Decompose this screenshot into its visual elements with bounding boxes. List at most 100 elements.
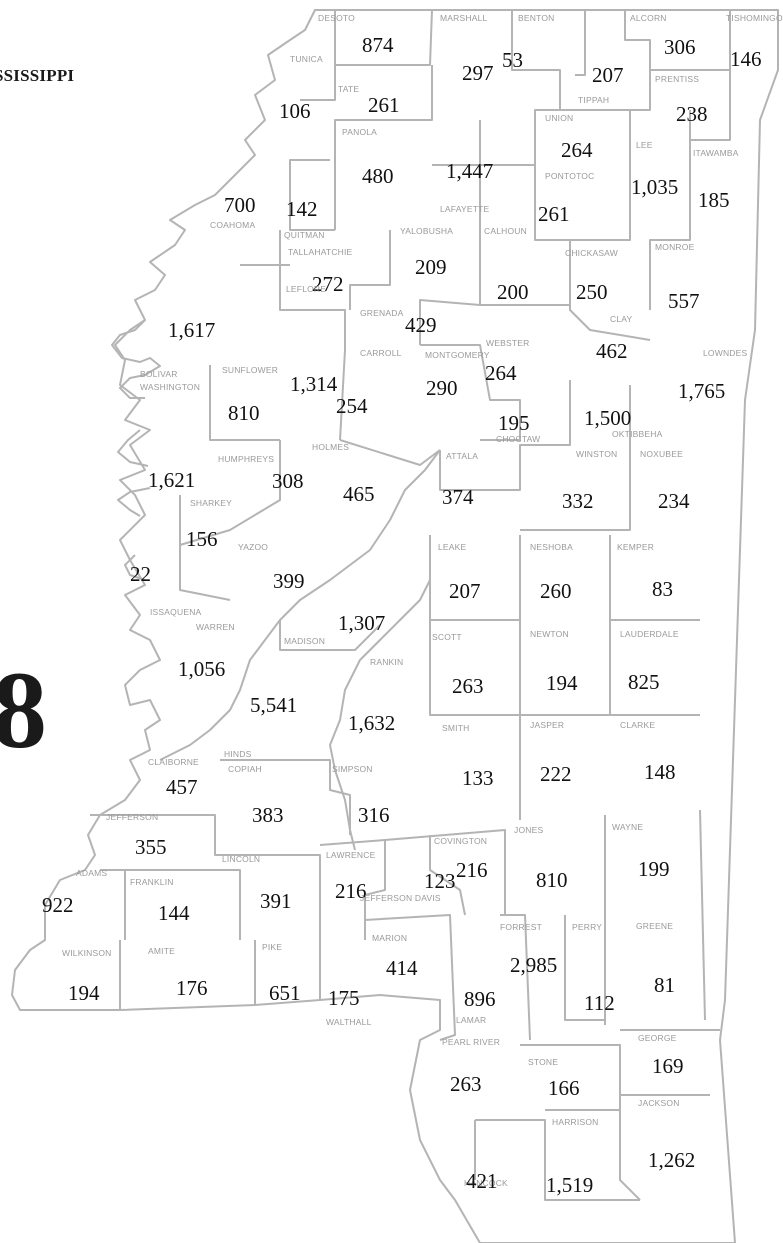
county-name: TISHOMINGO — [726, 13, 783, 23]
county-name: AMITE — [148, 946, 175, 956]
county-name: PRENTISS — [655, 74, 699, 84]
county-name: HUMPHREYS — [218, 454, 274, 464]
county-value: 297 — [462, 61, 494, 85]
county-value: 133 — [462, 766, 494, 790]
county-name: LOWNDES — [703, 348, 748, 358]
county-value: 156 — [186, 527, 218, 551]
county-value: 1,056 — [178, 657, 225, 681]
county-value: 146 — [730, 47, 762, 71]
county: TATE 261 — [338, 84, 400, 117]
county-value: 200 — [497, 280, 529, 304]
county-name: WINSTON — [576, 449, 617, 459]
county: FORREST 2,985 — [500, 922, 557, 977]
county-name: UNION — [545, 113, 573, 123]
county-value: 922 — [42, 893, 74, 917]
county-name: LAMAR — [456, 1015, 486, 1025]
county-name: WILKINSON — [62, 948, 112, 958]
county-name: ATTALA — [446, 451, 478, 461]
state-outline — [11, 9, 779, 1243]
county-name: FORREST — [500, 922, 542, 932]
county-name: QUITMAN — [284, 230, 325, 240]
county-value: 112 — [584, 991, 615, 1015]
county-value: 316 — [358, 803, 390, 827]
county-name: JACKSON — [638, 1098, 680, 1108]
county-value: 1,447 — [446, 159, 493, 183]
county-name: KEMPER — [617, 542, 654, 552]
county-value: 169 — [652, 1054, 684, 1078]
county-value: 209 — [415, 255, 447, 279]
county-name: TATE — [338, 84, 359, 94]
county-name: MONTGOMERY — [425, 350, 490, 360]
county-name: COVINGTON — [434, 836, 487, 846]
county-value: 261 — [538, 202, 570, 226]
county-value: 263 — [452, 674, 484, 698]
county-value: 264 — [561, 138, 593, 162]
county-value: 462 — [596, 339, 628, 363]
county-name: JEFFERSON — [106, 812, 158, 822]
county: TALLAHATCHIE 272 — [288, 247, 353, 296]
county-name: NOXUBEE — [640, 449, 683, 459]
county-value: 194 — [546, 671, 578, 695]
county-name: LEE — [636, 140, 653, 150]
county-value: 332 — [562, 489, 594, 513]
county-name: ADAMS — [76, 868, 107, 878]
county-value: 457 — [166, 775, 198, 799]
county-value: 261 — [368, 93, 400, 117]
county-value: 2,985 — [510, 953, 557, 977]
county-value: 480 — [362, 164, 394, 188]
county-value: 222 — [540, 762, 572, 786]
county-name: SUNFLOWER — [222, 365, 278, 375]
county-name: MONROE — [655, 242, 695, 252]
county-value: 700 — [224, 193, 256, 217]
county-name: CLARKE — [620, 720, 655, 730]
county-name: NEWTON — [530, 629, 569, 639]
county-name: LAUDERDALE — [620, 629, 679, 639]
county-value: 421 — [466, 1169, 498, 1193]
county-name: MARION — [372, 933, 407, 943]
county-value: 1,765 — [678, 379, 725, 403]
county-name: ITAWAMBA — [693, 148, 739, 158]
county-name: PEARL RIVER — [442, 1037, 500, 1047]
county-value: 272 — [312, 272, 344, 296]
county-name: MADISON — [284, 636, 325, 646]
county-value: 199 — [638, 857, 670, 881]
county-name: LEAKE — [438, 542, 467, 552]
county-name: TALLAHATCHIE — [288, 247, 353, 257]
mississippi-river — [111, 319, 161, 581]
county-name: CLAY — [610, 314, 633, 324]
county-value: 207 — [592, 63, 624, 87]
county-labels: DESOTO874MARSHALL297BENTON53ALCORN306TIS… — [42, 13, 783, 1197]
county-value: 106 — [279, 99, 311, 123]
